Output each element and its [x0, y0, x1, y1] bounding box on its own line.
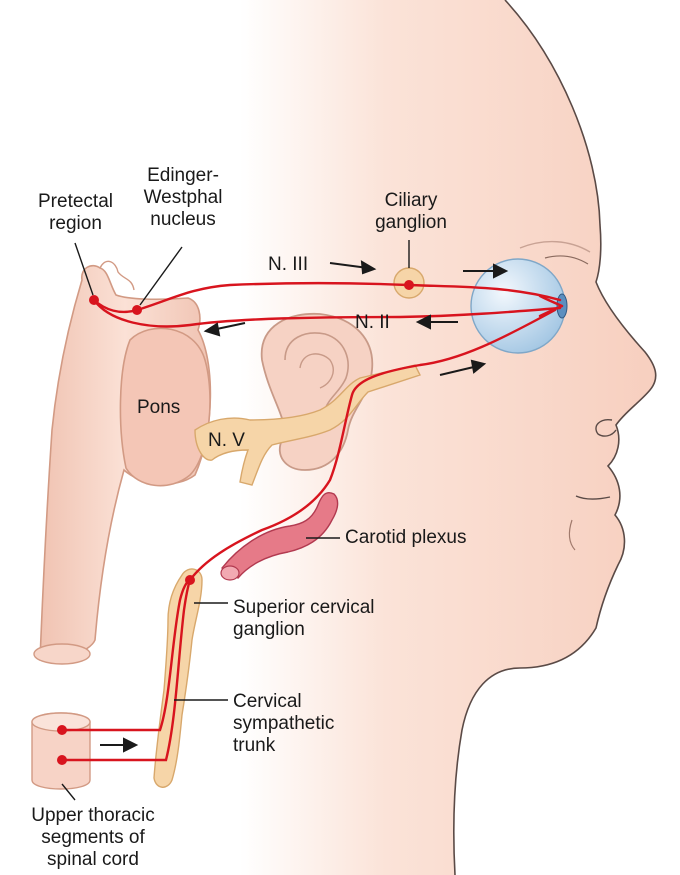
label-pretectal-region: Pretectal region [38, 191, 113, 234]
leader-lines [61, 240, 410, 801]
label-n-v: N. V [208, 430, 245, 451]
face-profile-line [453, 0, 657, 875]
arrow-ciliary-to-eye [463, 263, 509, 279]
arrow-sympathetic-eye [439, 359, 487, 376]
preganglionic-fiber-2 [60, 578, 192, 762]
sympathetic-pathway [188, 308, 557, 582]
eyeball [470, 258, 566, 354]
arrow-spinal [100, 737, 139, 753]
label-carotid-plexus: Carotid plexus [345, 527, 467, 548]
edinger-westphal-dot [132, 305, 142, 315]
nostril-line [595, 419, 617, 437]
label-ciliary-ganglion: Ciliary ganglion [375, 190, 447, 233]
arrow-n-ii [415, 314, 458, 330]
leader-spinal [61, 783, 76, 801]
ear-inner-2 [299, 353, 334, 389]
synapse-dots [57, 280, 414, 765]
label-superior-cervical-ganglion: Superior cervical ganglion [233, 597, 375, 640]
pons [119, 327, 211, 487]
mouth-line [575, 495, 611, 500]
n-ii-pathway [92, 298, 562, 328]
n-iii-pathway [135, 281, 562, 312]
trigeminal-nerve [194, 364, 421, 486]
pretectal-dot [89, 295, 99, 305]
preganglionic-fiber-1 [60, 578, 192, 732]
head-silhouette [240, 0, 656, 875]
superior-cervical-dot [185, 575, 195, 585]
ciliary-ganglion-dot [404, 280, 414, 290]
direction-arrows [100, 260, 509, 753]
label-n-ii: N. II [355, 312, 390, 333]
carotid-cut-end [220, 565, 240, 581]
label-pons: Pons [137, 397, 181, 418]
arrow-n-iii [329, 260, 377, 275]
label-upper-thoracic-segments: Upper thoracic segments of spinal cord [31, 805, 155, 870]
eyebrow [519, 240, 591, 253]
label-cervical-sympathetic-trunk: Cervical sympathetic trunk [233, 691, 335, 756]
label-edinger-westphal: Edinger- Westphal nucleus [143, 165, 223, 230]
label-n-iii: N. III [268, 254, 309, 275]
ear-inner [284, 332, 349, 413]
leader-pretectal [74, 242, 94, 296]
spinal-dot-2 [57, 755, 67, 765]
spinal-dot-1 [57, 725, 67, 735]
midbrain-top [99, 260, 135, 291]
eyelid-line [544, 255, 589, 265]
leader-edinger [139, 246, 183, 306]
cheek-line [568, 519, 576, 551]
brainstem-cut-end [33, 643, 91, 665]
arrow-n-ii-brain [203, 322, 246, 337]
carotid-artery [220, 491, 339, 579]
